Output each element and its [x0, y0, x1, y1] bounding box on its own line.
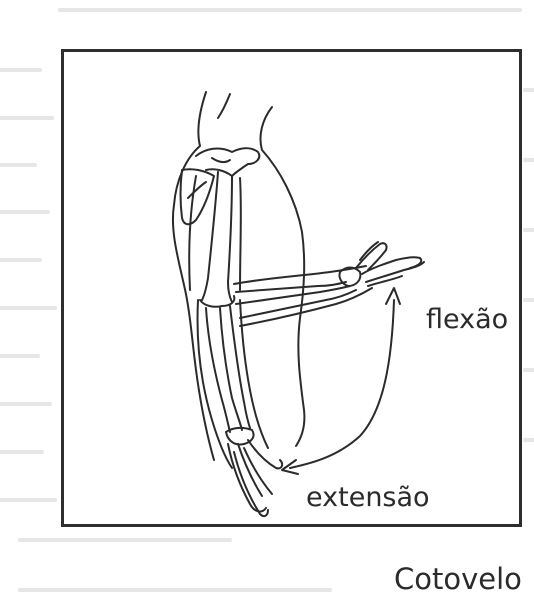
forearm-flexed [234, 242, 424, 326]
forearm-extended [198, 300, 283, 516]
humerus [200, 172, 234, 307]
shoulder-bones [181, 148, 260, 224]
figure-caption: Cotovelo [394, 565, 522, 594]
label-flexion: flexão [426, 306, 508, 333]
label-extension: extensão [306, 484, 430, 511]
upper-arm-outline [189, 176, 241, 290]
torso-outline [173, 92, 304, 460]
